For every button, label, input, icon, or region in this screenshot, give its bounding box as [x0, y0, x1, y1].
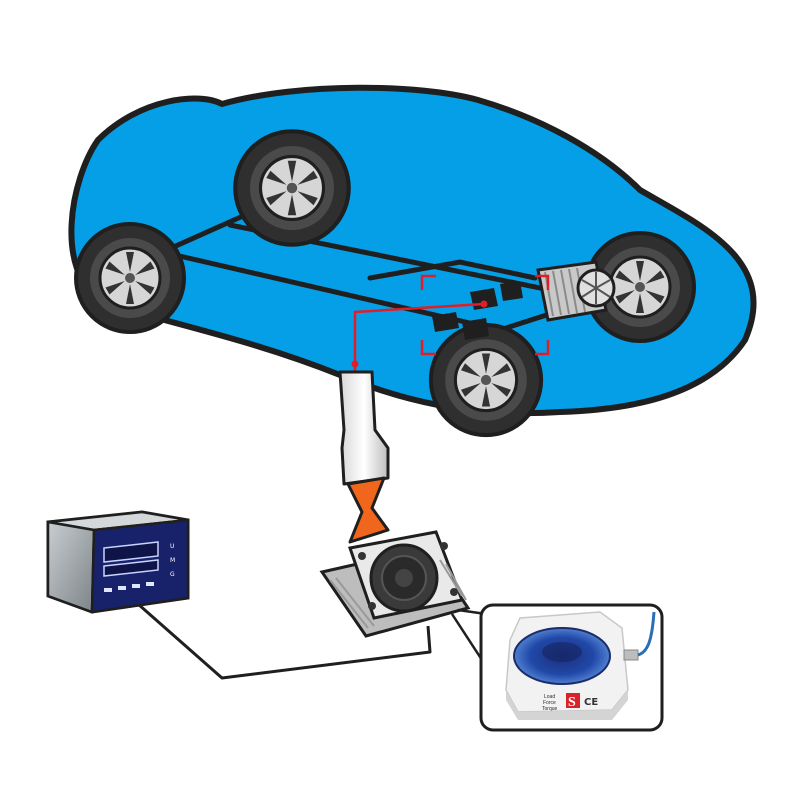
signal-wire — [353, 302, 485, 372]
meter-cable — [137, 602, 432, 680]
rear-far-wheel — [235, 131, 348, 244]
photo-inset: Load Force Torque S CE — [479, 603, 664, 732]
ce-mark: CE — [584, 697, 598, 708]
label-line-torque: Torque — [542, 706, 558, 712]
load-cell — [319, 530, 471, 638]
front-near-wheel — [431, 325, 541, 435]
load-adapter — [338, 370, 390, 544]
brand-badge — [566, 693, 580, 708]
label-line-load: Load — [544, 694, 555, 700]
meter-side-letter-1: U — [170, 543, 174, 550]
label-line-force: Force — [543, 700, 556, 706]
brand-letter: S — [568, 695, 576, 710]
meter-side-letter-3: G — [170, 571, 175, 578]
rear-near-wheel — [74, 222, 186, 334]
engine-unit — [536, 260, 616, 322]
digital-meter: U M G — [46, 510, 190, 614]
meter-side-letter-2: M — [170, 557, 175, 564]
signal-brackets — [420, 274, 550, 356]
